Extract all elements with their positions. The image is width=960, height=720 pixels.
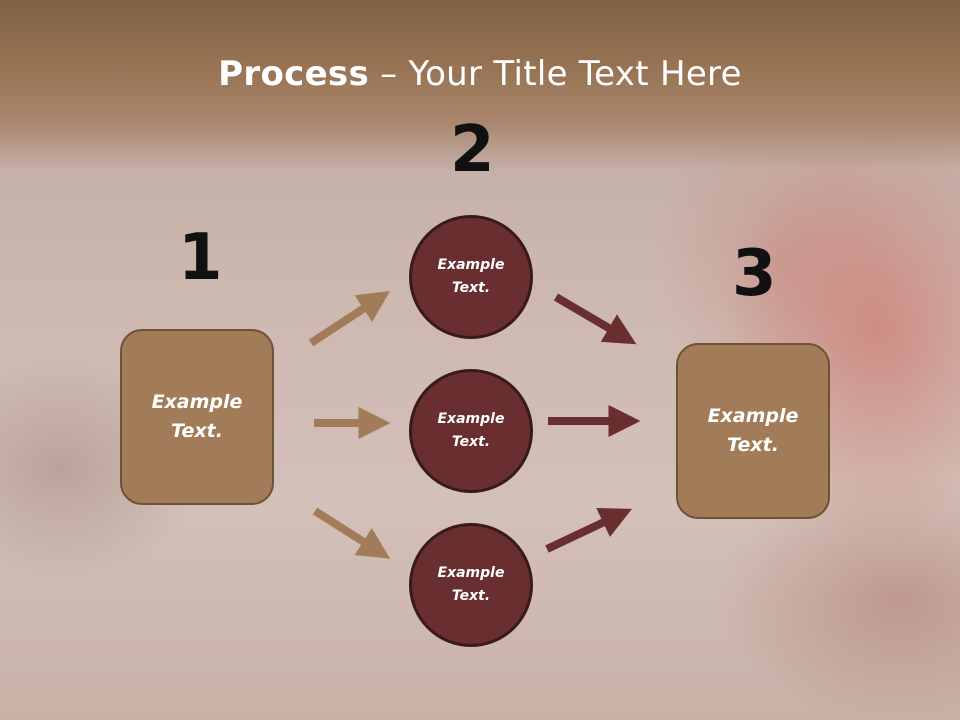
step-number-3: 3 — [732, 237, 777, 311]
arrow-box1-to-circle-top — [308, 291, 391, 347]
arrow-circle-top-to-box3 — [553, 293, 637, 345]
arrow-circle-bottom-to-box3 — [545, 508, 633, 553]
slide-title: Process – Your Title Text Here — [0, 54, 960, 94]
step-number-2: 2 — [450, 113, 495, 187]
title-bold: Process — [218, 54, 370, 94]
step-number-1: 1 — [178, 221, 223, 295]
arrow-box1-to-circle-bottom — [312, 507, 391, 559]
title-band — [0, 0, 960, 170]
title-rest: – Your Title Text Here — [369, 54, 742, 94]
